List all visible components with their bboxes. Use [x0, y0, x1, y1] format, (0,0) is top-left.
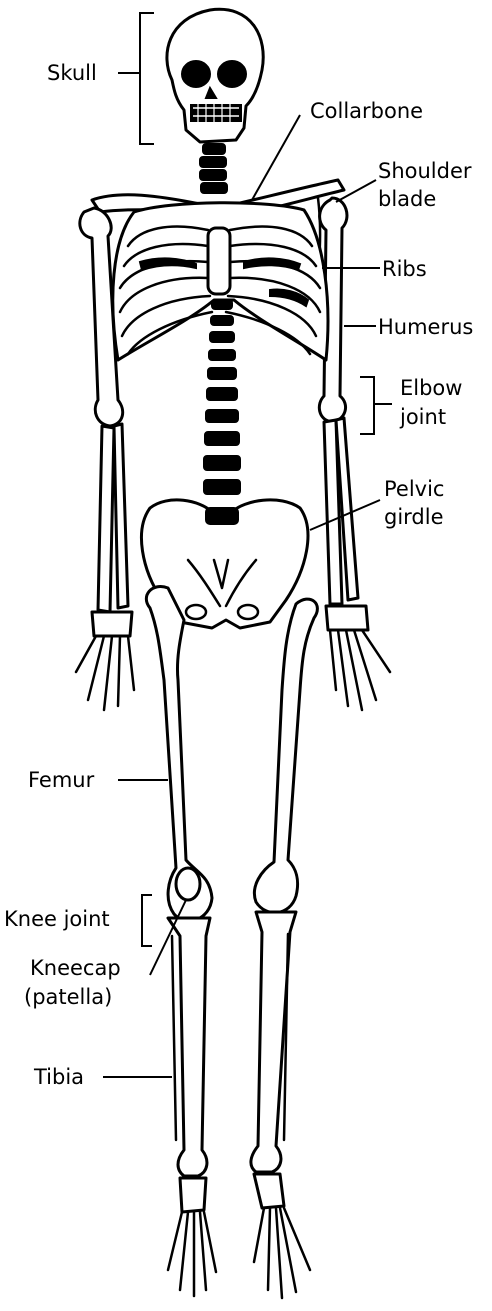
lower-leg-bones	[168, 912, 296, 1176]
label-tibia: Tibia	[33, 1065, 84, 1089]
label-pelvic-girdle-line1: Pelvic	[384, 477, 444, 501]
label-collarbone: Collarbone	[310, 99, 423, 123]
label-knee-joint: Knee joint	[4, 907, 110, 931]
label-femur: Femur	[28, 768, 95, 792]
label-elbow-joint-line2: joint	[399, 405, 446, 429]
spine	[204, 300, 240, 494]
label-skull: Skull	[47, 61, 97, 85]
label-kneecap-line2: (patella)	[24, 985, 112, 1009]
label-pelvic-girdle-line2: girdle	[384, 505, 444, 529]
label-shoulder-blade-line2: blade	[378, 187, 436, 211]
label-humerus: Humerus	[378, 315, 473, 339]
feet	[168, 1174, 310, 1298]
skull-bracket	[140, 13, 154, 144]
cervical-spine	[200, 144, 227, 193]
femur-bones	[146, 587, 317, 921]
label-elbow-joint-line1: Elbow	[400, 376, 462, 400]
label-kneecap-line1: Kneecap	[30, 956, 121, 980]
skull	[167, 9, 263, 142]
label-ribs: Ribs	[382, 257, 427, 281]
skeleton-figure	[76, 9, 390, 1298]
kneecap	[176, 868, 200, 900]
label-shoulder-blade-line1: Shoulder	[378, 159, 472, 183]
